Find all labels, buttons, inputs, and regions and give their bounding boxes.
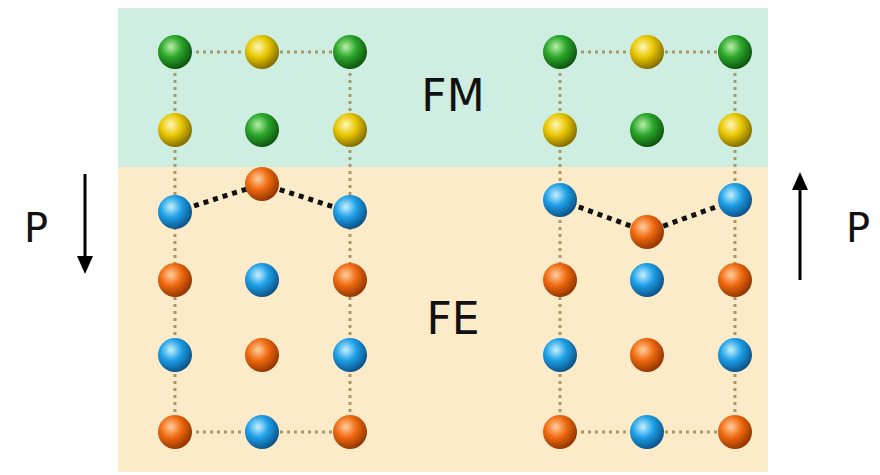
region-label: FE [426,293,479,344]
polarization-arrow [77,172,808,280]
cell-outline [175,52,735,432]
ferromagnet-band: FM [118,8,768,167]
region-label: FM [421,70,484,121]
atom [543,35,752,449]
atom [158,35,367,449]
polarization-label: P [24,205,48,251]
ferroelectric-band: FE [118,167,768,472]
polarization-label: P [846,205,870,251]
